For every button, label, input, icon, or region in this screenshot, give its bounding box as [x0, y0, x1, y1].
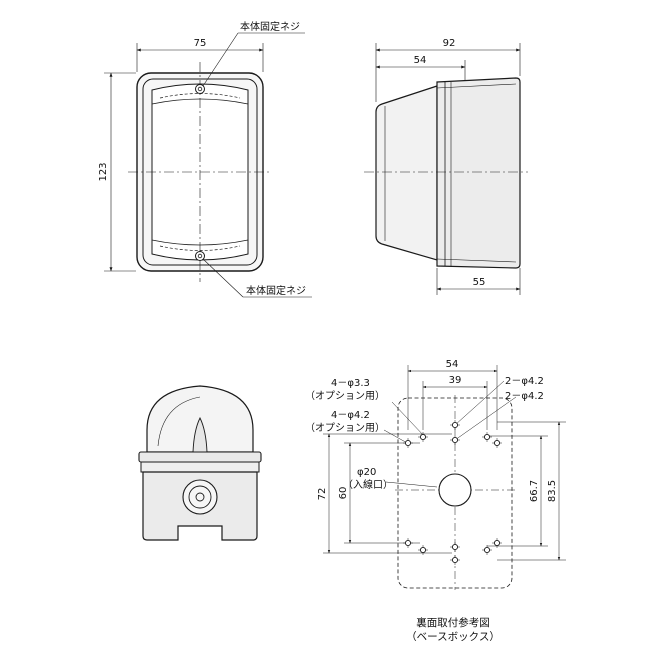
leader-42-right-b: [454, 396, 517, 441]
hole-3-3-top-right: [492, 438, 502, 448]
hole-3-3-top-left: [403, 438, 413, 448]
iso-dome-lamp: [192, 416, 208, 453]
caption-main: 裏面取付参考図: [416, 616, 490, 629]
bottom-screw-leader: [202, 258, 244, 298]
iso-dome-highlight: [157, 396, 201, 447]
hole-4-2-top-right: [482, 432, 492, 442]
hole-label-42-left-note: （オプション用）: [305, 422, 385, 434]
side-view: [364, 43, 528, 295]
top-screw-core: [197, 86, 203, 92]
side-bottom-edge: [436, 258, 517, 263]
iso-view: [138, 385, 262, 541]
hole-label-42-right-a: 2－φ4.2: [505, 376, 544, 387]
bottom-screw-core: [197, 253, 203, 259]
hole-4-2-bottom-left: [418, 545, 428, 555]
leader-inlet: [385, 481, 438, 488]
rear-dim-60-label: 60: [338, 487, 349, 500]
iso-ring-lower: [140, 461, 260, 473]
hole-3-3-bottom-left: [403, 538, 413, 548]
dim-92-label: 92: [443, 38, 456, 49]
caption-sub: （ベースボックス）: [406, 631, 500, 643]
hole-label-33: 4－φ3.3: [331, 378, 370, 389]
rear-inlet: [438, 473, 472, 507]
hole-4-2-top-left: [418, 432, 428, 442]
hole-2-4-2-top-b: [450, 435, 460, 445]
hole-3-3-bottom-right: [492, 538, 502, 548]
leader-33: [391, 401, 426, 438]
leader-42-left: [383, 429, 410, 445]
iso-inlet-mid: [188, 485, 212, 509]
rear-dim-54-label: 54: [446, 359, 459, 370]
bottom-screw-icon: [195, 251, 205, 261]
hole-2-4-2-bottom-b: [450, 555, 460, 565]
inlet-label: φ20: [357, 467, 376, 478]
front-view: [104, 32, 312, 298]
dim-123-label: 123: [98, 162, 109, 181]
inlet-note: （入線口）: [343, 478, 393, 491]
dim-55-label: 55: [473, 277, 486, 288]
dim-75-label: 75: [194, 38, 207, 49]
rear-holes: [403, 420, 502, 565]
hole-label-42-right-b: 2－φ4.2: [505, 391, 544, 402]
leader-42-right-a: [454, 380, 505, 426]
dim-54-side-label: 54: [414, 55, 427, 66]
top-screw-label: 本体固定ネジ: [240, 20, 300, 33]
iso-inlet-outer: [182, 479, 218, 515]
top-screw-icon: [195, 84, 205, 94]
rear-dim-667-label: 66.7: [529, 480, 540, 502]
side-base-body: [436, 77, 521, 269]
hole-2-4-2-bottom-a: [450, 542, 460, 552]
hole-label-42-left: 4－φ4.2: [331, 410, 370, 421]
iso-inlet-core: [195, 492, 205, 502]
rear-dim-72-label: 72: [317, 488, 328, 501]
hole-4-2-bottom-right: [482, 545, 492, 555]
side-dome: [375, 85, 438, 261]
hole-label-33-note: （オプション用）: [305, 390, 385, 402]
rear-dim-39-label: 39: [449, 375, 462, 386]
rear-dim-835-label: 83.5: [547, 480, 558, 502]
top-screw-leader: [202, 32, 239, 87]
bottom-screw-label: 本体固定ネジ: [246, 284, 306, 297]
hole-2-4-2-top-a: [450, 420, 460, 430]
iso-ring: [138, 451, 262, 463]
side-top-edge: [436, 83, 517, 89]
